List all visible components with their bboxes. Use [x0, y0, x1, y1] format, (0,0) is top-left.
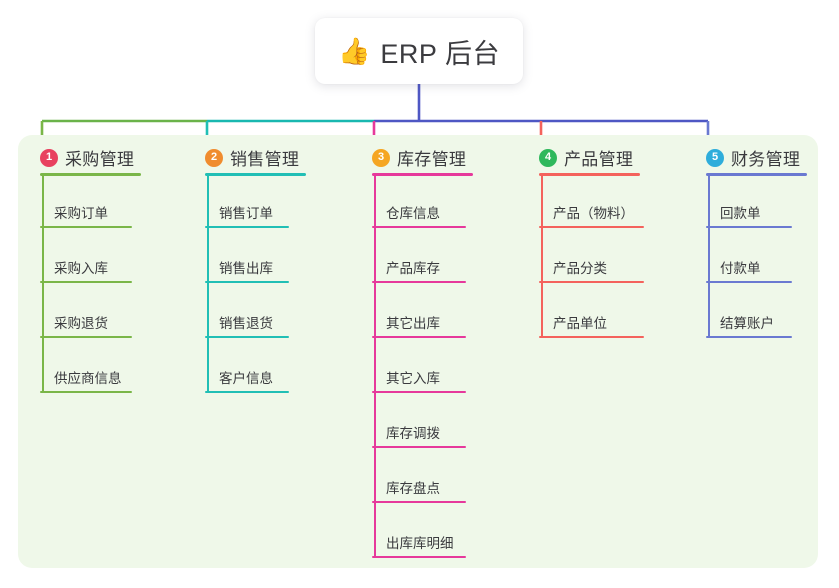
leaf-node-label: 采购订单: [54, 206, 108, 221]
leaf-node-label: 客户信息: [219, 371, 273, 386]
branch-underline: [539, 173, 640, 176]
leaf-node-label: 产品分类: [553, 261, 607, 276]
branch-number-badge: 3: [372, 148, 390, 167]
branch-number-badge: 1: [40, 148, 58, 167]
leaf-node-label: 库存调拨: [386, 426, 440, 441]
leaf-underline: [706, 226, 792, 228]
leaf-node[interactable]: 产品库存: [372, 255, 466, 283]
leaf-node[interactable]: 产品分类: [539, 255, 644, 283]
leaf-underline: [40, 336, 132, 338]
leaf-node[interactable]: 供应商信息: [40, 365, 132, 393]
leaf-underline: [372, 501, 466, 503]
leaf-node-label: 供应商信息: [54, 371, 122, 386]
thumbs-up-emoji: 👍: [338, 36, 371, 66]
branch-spine: [708, 176, 710, 338]
leaf-node[interactable]: 付款单: [706, 255, 792, 283]
branch-header-1[interactable]: 1 采购管理: [40, 145, 134, 170]
leaf-node-label: 仓库信息: [386, 206, 440, 221]
branch-header-4[interactable]: 4 产品管理: [539, 145, 633, 170]
leaf-node[interactable]: 回款单: [706, 200, 792, 228]
branch-number-badge: 2: [205, 148, 223, 167]
leaf-node[interactable]: 其它出库: [372, 310, 466, 338]
leaf-node[interactable]: 销售退货: [205, 310, 289, 338]
leaf-node[interactable]: 采购订单: [40, 200, 132, 228]
leaf-underline: [205, 336, 289, 338]
leaf-node[interactable]: 结算账户: [706, 310, 792, 338]
branch-header-5[interactable]: 5 财务管理: [706, 145, 800, 170]
branch-title: 采购管理: [65, 150, 135, 169]
branch-number-badge: 5: [706, 148, 724, 167]
leaf-node-label: 其它出库: [386, 316, 440, 331]
leaf-underline: [372, 556, 466, 558]
leaf-underline: [706, 336, 792, 338]
branch-number-badge: 4: [539, 148, 557, 167]
leaf-node[interactable]: 产品（物料）: [539, 200, 644, 228]
leaf-node-label: 库存盘点: [386, 481, 440, 496]
leaf-node-label: 采购退货: [54, 316, 108, 331]
leaf-node-label: 销售出库: [219, 261, 273, 276]
branch-spine: [42, 176, 44, 393]
leaf-node[interactable]: 库存盘点: [372, 475, 466, 503]
branch-title: 销售管理: [230, 150, 300, 169]
leaf-node-label: 产品（物料）: [553, 206, 634, 221]
branch-spine: [207, 176, 209, 393]
branch-title: 库存管理: [397, 150, 467, 169]
leaf-node[interactable]: 仓库信息: [372, 200, 466, 228]
leaf-node-label: 销售订单: [219, 206, 273, 221]
leaf-underline: [539, 281, 644, 283]
leaf-underline: [205, 391, 289, 393]
leaf-node-label: 付款单: [720, 261, 761, 276]
leaf-node-label: 产品单位: [553, 316, 607, 331]
branch-title: 财务管理: [731, 150, 801, 169]
branch-header-3[interactable]: 3 库存管理: [372, 145, 466, 170]
branch-spine: [541, 176, 543, 338]
leaf-node-label: 其它入库: [386, 371, 440, 386]
leaf-node-label: 回款单: [720, 206, 761, 221]
leaf-node[interactable]: 库存调拨: [372, 420, 466, 448]
leaf-underline: [372, 281, 466, 283]
branch-underline: [706, 173, 807, 176]
leaf-underline: [372, 391, 466, 393]
leaf-node[interactable]: 产品单位: [539, 310, 644, 338]
leaf-node[interactable]: 客户信息: [205, 365, 289, 393]
leaf-underline: [40, 391, 132, 393]
leaf-node[interactable]: 采购退货: [40, 310, 132, 338]
leaf-underline: [40, 226, 132, 228]
leaf-underline: [372, 336, 466, 338]
leaf-underline: [539, 226, 644, 228]
branch-underline: [372, 173, 473, 176]
leaf-node-label: 出库库明细: [386, 536, 454, 551]
leaf-node[interactable]: 其它入库: [372, 365, 466, 393]
leaf-underline: [372, 226, 466, 228]
branch-underline: [40, 173, 141, 176]
leaf-underline: [372, 446, 466, 448]
leaf-underline: [539, 336, 644, 338]
branch-header-2[interactable]: 2 销售管理: [205, 145, 299, 170]
branch-spine: [374, 176, 376, 558]
leaf-underline: [706, 281, 792, 283]
leaf-underline: [205, 226, 289, 228]
leaf-node-label: 采购入库: [54, 261, 108, 276]
leaf-underline: [40, 281, 132, 283]
leaf-node[interactable]: 采购入库: [40, 255, 132, 283]
leaf-node-label: 结算账户: [720, 316, 774, 331]
leaf-node[interactable]: 出库库明细: [372, 530, 466, 558]
branches-panel: [18, 135, 818, 568]
leaf-underline: [205, 281, 289, 283]
leaf-node[interactable]: 销售出库: [205, 255, 289, 283]
leaf-node-label: 销售退货: [219, 316, 273, 331]
branch-title: 产品管理: [564, 150, 634, 169]
leaf-node-label: 产品库存: [386, 261, 440, 276]
root-node-label: ERP 后台: [380, 38, 500, 69]
branch-underline: [205, 173, 306, 176]
leaf-node[interactable]: 销售订单: [205, 200, 289, 228]
root-node[interactable]: 👍 ERP 后台: [315, 18, 523, 84]
